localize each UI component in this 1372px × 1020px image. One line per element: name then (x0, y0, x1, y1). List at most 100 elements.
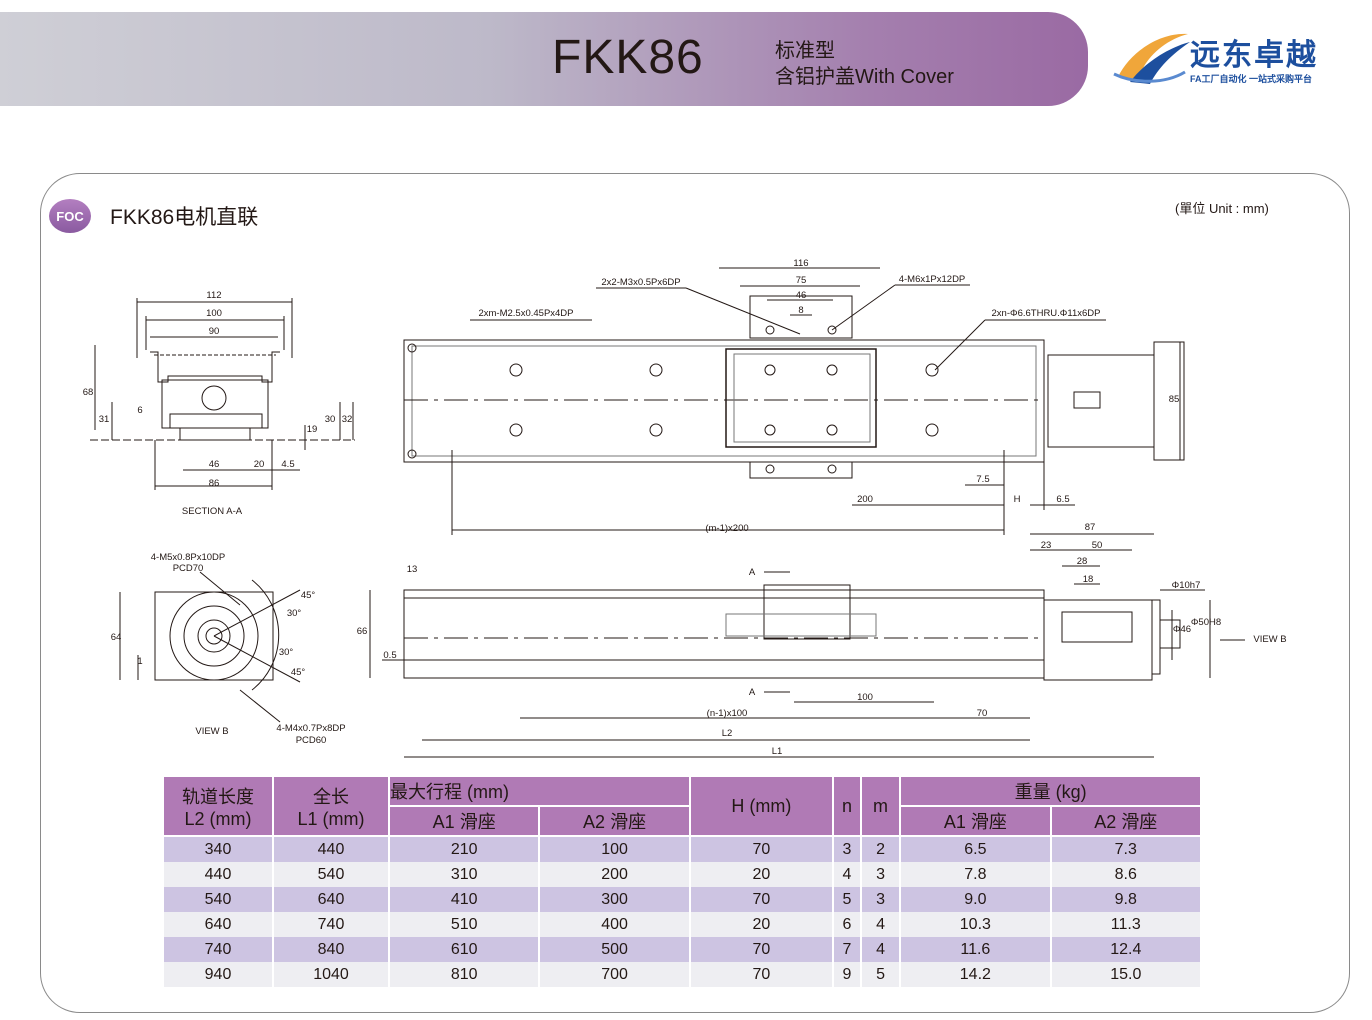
cell-stroke-a2: 700 (538, 962, 691, 987)
cell-weight-a2: 12.4 (1049, 937, 1203, 962)
cell-n: 6 (832, 912, 862, 937)
angle-45-bottom: 45° (291, 667, 306, 678)
dim-1: 1 (137, 656, 142, 667)
dim-66: 66 (357, 626, 368, 637)
dim-23: 23 (1041, 540, 1052, 551)
dim-l1: L1 (772, 746, 783, 757)
th-total-length-line-2: L1 (mm) (297, 808, 365, 829)
cell-m: 4 (859, 912, 902, 937)
table-row: 440 540 310 200 20 4 3 7.8 8.6 (162, 862, 1203, 887)
dim-phi10: Φ10h7 (1172, 580, 1201, 591)
dim-phi46: Φ46 (1173, 624, 1191, 635)
cell-stroke-a2: 400 (538, 912, 691, 937)
cell-n: 9 (832, 962, 862, 987)
dim-50: 50 (1092, 540, 1103, 551)
dim-0-5: 0.5 (383, 650, 396, 661)
th-total-length-line-1: 全长 (313, 786, 349, 807)
cell-weight-a2: 15.0 (1049, 962, 1203, 987)
cell-m: 5 (859, 962, 902, 987)
table-row: 640 740 510 400 20 6 4 10.3 11.3 (162, 912, 1203, 937)
view-b-note-bottom-2: PCD60 (296, 735, 327, 746)
view-b-note-top-2: PCD70 (173, 563, 204, 574)
spec-table: 轨道长度 L2 (mm) 全长 L1 (mm) 最大行程 (mm) H (mm)… (162, 775, 1203, 987)
cell-m: 4 (859, 937, 902, 962)
dim-85: 85 (1169, 394, 1180, 405)
angle-30-top: 30° (287, 608, 302, 619)
th-stroke-a2: A2 滑座 (538, 805, 691, 837)
dim-68: 68 (83, 387, 94, 398)
th-rail-length-line-1: 轨道长度 (182, 786, 254, 807)
dim-75: 75 (796, 275, 807, 286)
cell-weight-a1: 10.3 (899, 912, 1052, 937)
dim-100-side: 100 (857, 692, 873, 703)
section-title: FKK86电机直联 (110, 206, 259, 229)
brand-logo-icon (1113, 33, 1190, 84)
cell-l2: 640 (162, 912, 274, 937)
technical-drawing: 112 100 90 68 31 6 30 32 19 46 20 4.5 86… (83, 258, 1287, 758)
cell-l2: 940 (162, 962, 274, 987)
cell-weight-a2: 9.8 (1049, 887, 1203, 912)
dim-46-top: 46 (796, 290, 807, 301)
cell-h: 20 (688, 912, 835, 937)
dim-l2: L2 (722, 728, 733, 739)
cell-stroke-a1: 410 (387, 887, 541, 912)
cell-h: 70 (688, 836, 835, 862)
cell-h: 70 (688, 937, 835, 962)
dim-phi50: Φ50H8 (1191, 617, 1221, 628)
dim-200: 200 (857, 494, 873, 505)
cell-stroke-a1: 810 (387, 962, 541, 987)
header-banner (0, 12, 1088, 106)
dim-90: 90 (209, 326, 220, 337)
dim-18: 18 (1083, 574, 1094, 585)
cell-m: 2 (859, 836, 902, 862)
subtitle-line-2: 含铝护盖With Cover (775, 66, 954, 88)
cell-n: 5 (832, 887, 862, 912)
cell-h: 70 (688, 962, 835, 987)
cell-l1: 440 (272, 836, 390, 862)
cell-h: 70 (688, 887, 835, 912)
dim-8: 8 (798, 305, 803, 316)
dim-6: 6 (137, 405, 142, 416)
cell-m: 3 (859, 887, 902, 912)
cell-n: 3 (832, 836, 862, 862)
brand-tagline: FA工厂自动化 一站式采购平台 (1190, 74, 1313, 84)
th-max-stroke: 最大行程 (mm) (388, 775, 691, 807)
dim-86: 86 (209, 478, 220, 489)
cell-l1: 540 (272, 862, 390, 887)
side-view-drawing (369, 533, 1245, 758)
top-view-drawing (403, 267, 1185, 535)
view-b-note-bottom-1: 4-M4x0.7Px8DP (276, 723, 345, 734)
dim-100: 100 (206, 308, 222, 319)
brand-name: 远东卓越 (1190, 39, 1318, 72)
view-b-arrow-label: VIEW B (1253, 634, 1286, 645)
dim-32: 32 (342, 414, 353, 425)
dim-112: 112 (206, 290, 221, 301)
note-m2-5: 2xm-M2.5x0.45Px4DP (478, 308, 573, 319)
dim-n-minus-1: (n-1)x100 (707, 708, 748, 719)
cell-l2: 340 (162, 836, 274, 862)
cell-stroke-a2: 100 (538, 836, 691, 862)
cell-l2: 540 (162, 887, 274, 912)
th-weight: 重量 (kg) (899, 775, 1202, 807)
unit-note: (單位 Unit : mm) (1175, 201, 1269, 216)
th-n: n (832, 775, 862, 837)
cell-weight-a1: 6.5 (899, 836, 1052, 862)
cell-stroke-a2: 300 (538, 887, 691, 912)
cell-stroke-a2: 500 (538, 937, 691, 962)
table-row: 340 440 210 100 70 3 2 6.5 7.3 (162, 836, 1203, 862)
view-b-note-top-1: 4-M5x0.8Px10DP (151, 552, 225, 563)
cell-stroke-a1: 510 (387, 912, 541, 937)
cell-weight-a2: 7.3 (1049, 836, 1203, 862)
section-mark-a-top: A (749, 567, 756, 578)
dim-70: 70 (977, 708, 988, 719)
dim-7-5: 7.5 (976, 474, 989, 485)
dim-6-5: 6.5 (1056, 494, 1069, 505)
cell-weight-a1: 11.6 (899, 937, 1052, 962)
th-weight-a1: A1 滑座 (899, 805, 1052, 837)
table-row: 540 640 410 300 70 5 3 9.0 9.8 (162, 887, 1203, 912)
view-b-caption: VIEW B (195, 726, 228, 737)
cell-stroke-a2: 200 (538, 862, 691, 887)
section-a-caption: SECTION A-A (182, 506, 243, 517)
th-h: H (mm) (688, 775, 835, 837)
table-row: 740 840 610 500 70 7 4 11.6 12.4 (162, 937, 1203, 962)
